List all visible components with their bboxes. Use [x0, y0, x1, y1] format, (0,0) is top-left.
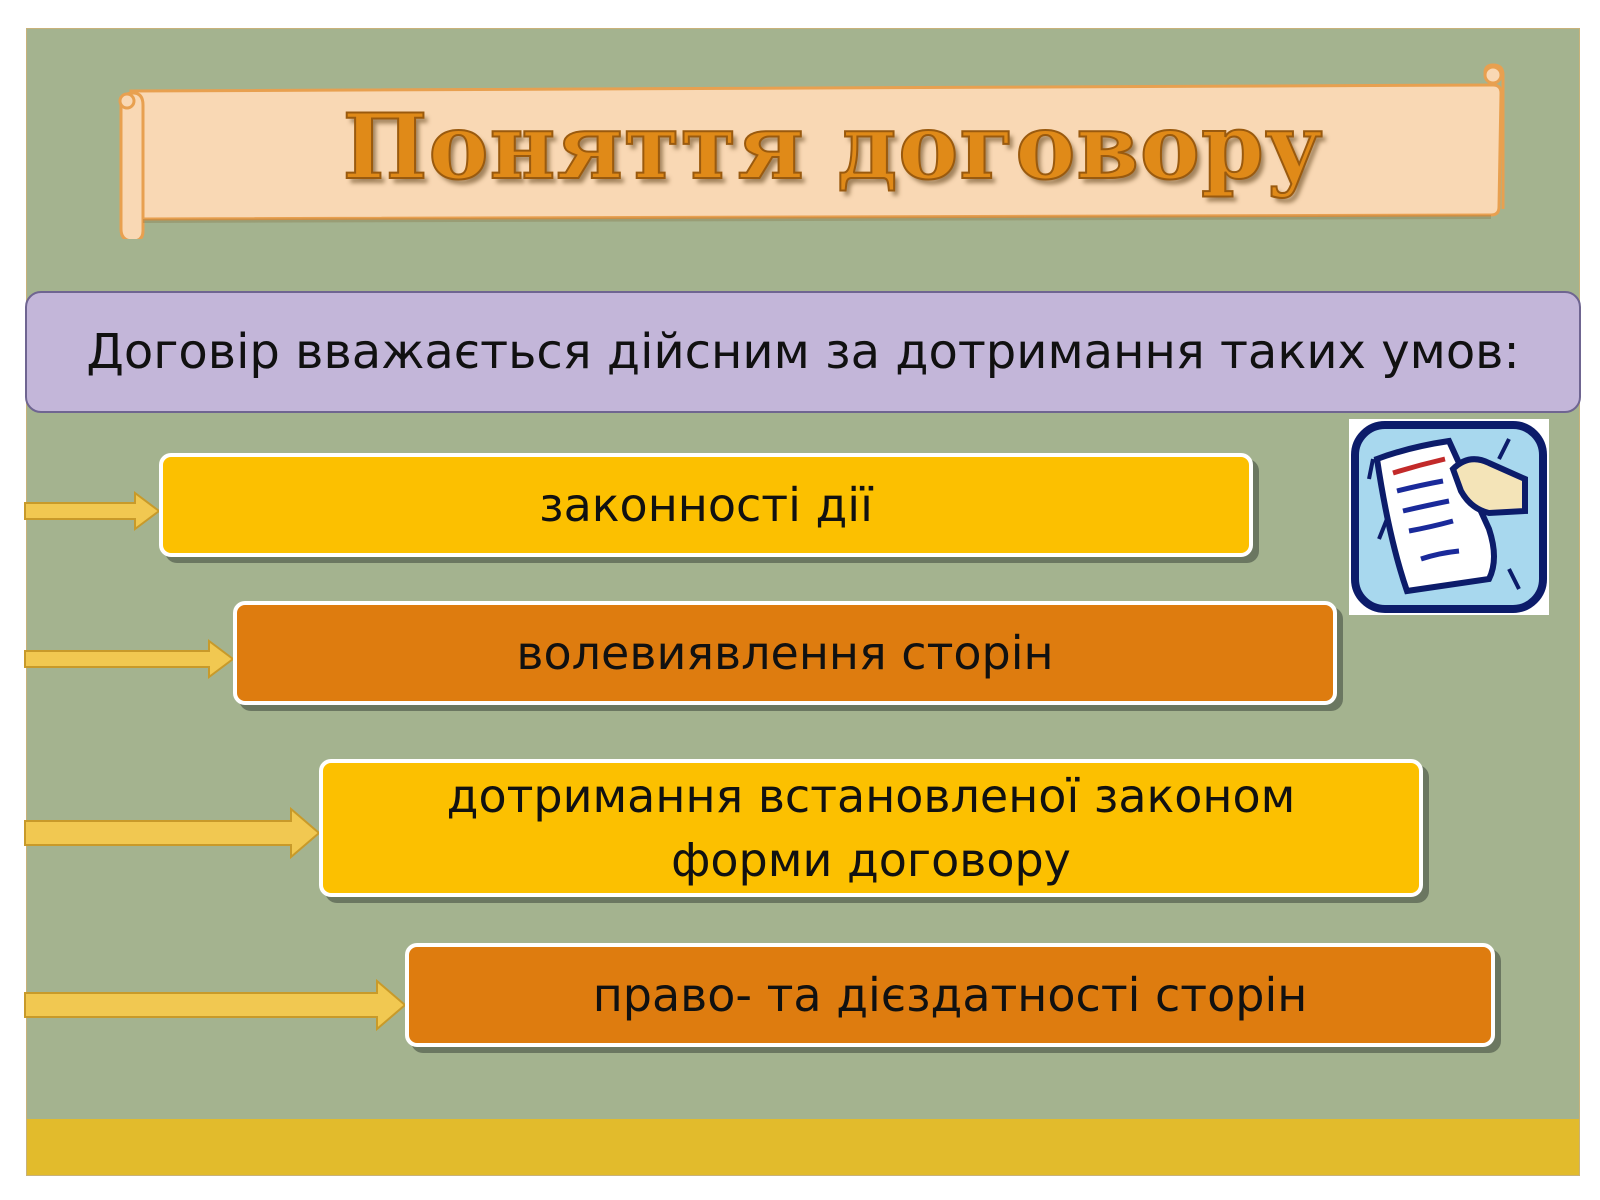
slide: Поняття договору Договір вважається дійс…: [24, 28, 1581, 1176]
condition-legality: законності дії: [159, 453, 1253, 557]
bottom-band: [27, 1119, 1579, 1175]
condition-label: законності дії: [539, 478, 873, 532]
condition-legal-form: дотримання встановленої законом форми до…: [319, 759, 1423, 897]
condition-label: право- та дієздатності сторін: [592, 968, 1308, 1022]
document-icon: [1349, 419, 1549, 615]
arrow-right-icon: [24, 979, 407, 1031]
arrow-right-icon: [24, 639, 235, 679]
condition-label: волевиявлення сторін: [516, 626, 1054, 680]
condition-capacity: право- та дієздатності сторін: [405, 943, 1495, 1047]
condition-label-line: форми договору: [671, 833, 1071, 887]
title-scroll: Поняття договору: [113, 59, 1553, 239]
scroll-shape: [118, 63, 1505, 239]
condition-will-expression: волевиявлення сторін: [233, 601, 1337, 705]
intro-box: Договір вважається дійсним за дотримання…: [25, 291, 1581, 413]
arrow-right-icon: [24, 491, 161, 531]
arrow-right-icon: [24, 807, 321, 859]
condition-label-line: дотримання встановленої законом: [446, 769, 1296, 823]
page-title: Поняття договору: [341, 93, 1324, 201]
